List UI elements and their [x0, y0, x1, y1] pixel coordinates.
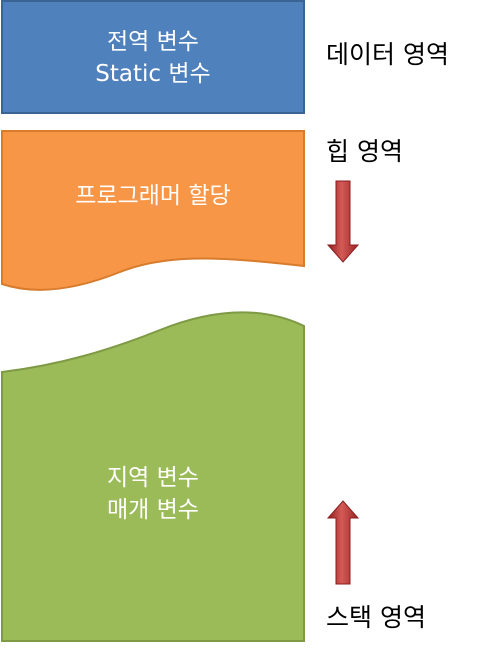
parameter-variable-text: 매개 변수 — [107, 497, 199, 523]
stack-growth-arrow-icon — [326, 500, 360, 585]
stack-area-label: 스택 영역 — [326, 603, 426, 632]
stack-segment-shape — [1, 311, 305, 642]
local-variable-text: 지역 변수 — [107, 465, 199, 491]
data-area-label: 데이터 영역 — [326, 40, 449, 69]
static-variable-text: Static 변수 — [95, 61, 211, 87]
global-variable-text: 전역 변수 — [107, 29, 199, 55]
data-segment-text: 전역 변수 Static 변수 — [2, 26, 304, 90]
heap-segment-shape — [0, 130, 305, 291]
heap-segment-text: 프로그래머 할당 — [2, 180, 304, 212]
heap-growth-arrow-icon — [326, 180, 360, 263]
stack-segment-text: 지역 변수 매개 변수 — [2, 462, 304, 526]
programmer-allocation-text: 프로그래머 할당 — [75, 183, 231, 209]
heap-area-label: 힙 영역 — [326, 137, 403, 166]
data-segment-box — [1, 0, 305, 114]
